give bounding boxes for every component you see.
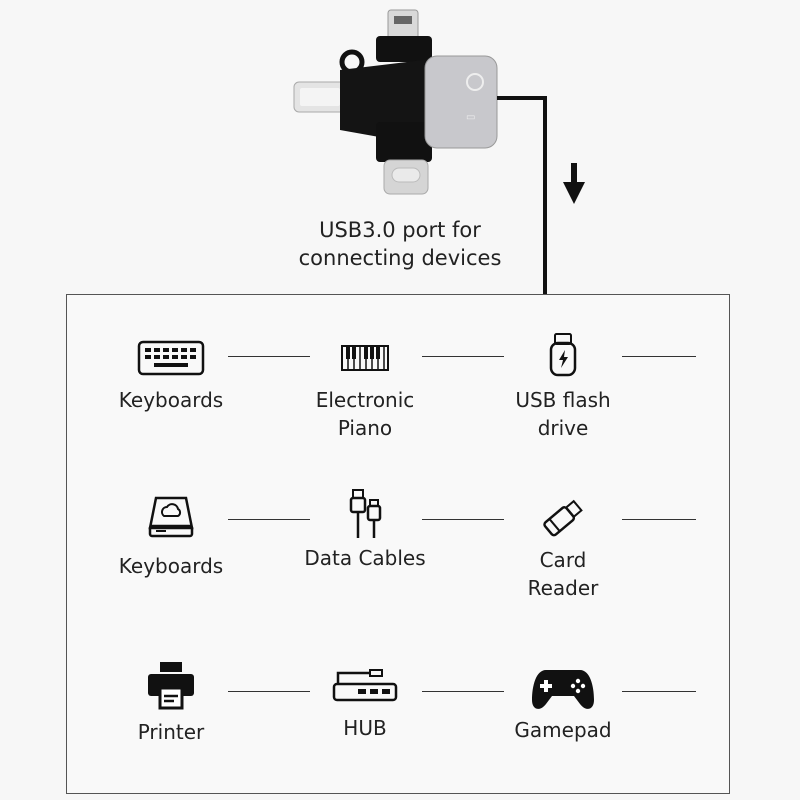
device-label-line-2: Reader: [527, 576, 599, 600]
hard-drive-icon: [148, 496, 194, 538]
connector-line: [422, 691, 504, 692]
device-data-cables: Data Cables: [290, 488, 440, 572]
svg-text:▭: ▭: [466, 112, 475, 123]
connector-line: [622, 356, 696, 357]
connector-line: [228, 519, 310, 520]
device-label-line-1: Data Cables: [304, 546, 426, 570]
device-electronic-piano: Electronic Piano: [290, 330, 440, 442]
device-label-line-1: Gamepad: [514, 718, 612, 742]
device-label-line-1: Printer: [137, 720, 205, 744]
device-panel: [66, 294, 730, 794]
device-keyboards: Keyboards: [96, 330, 246, 414]
device-gamepad: Gamepad: [488, 662, 638, 744]
caption: USB3.0 port for connecting devices: [260, 216, 540, 272]
device-label-line-1: USB flash: [515, 388, 611, 412]
caption-line-1: USB3.0 port for: [319, 218, 481, 242]
device-label-line-1: Keyboards: [118, 388, 224, 412]
device-printer: Printer: [96, 658, 246, 746]
down-arrow-icon: [563, 163, 585, 204]
device-usb-flash-drive: USB flash drive: [488, 330, 638, 442]
gamepad-icon: [532, 670, 594, 709]
connector-line: [622, 691, 696, 692]
connector-line: [422, 519, 504, 520]
device-label-line-1: Keyboards: [118, 554, 224, 578]
device-label-line-1: HUB: [343, 716, 387, 740]
hub-icon: [332, 669, 398, 702]
otg-adapter-image: ▭: [293, 9, 498, 195]
connector-line: [228, 691, 310, 692]
piano-icon: [341, 345, 389, 371]
card-reader-icon: [543, 499, 583, 537]
usb-flash-drive-icon: [549, 333, 577, 377]
device-label-line-1: Electronic: [315, 388, 415, 412]
device-label-line-1: Card: [539, 548, 587, 572]
device-card-reader: Card Reader: [488, 490, 638, 602]
device-keyboards-2: Keyboards: [96, 490, 246, 580]
connector-line: [228, 356, 310, 357]
keyboard-icon: [137, 340, 205, 376]
device-hub: HUB: [290, 664, 440, 742]
device-label-line-2: Piano: [337, 416, 393, 440]
connector-line: [422, 356, 504, 357]
caption-line-2: connecting devices: [298, 246, 502, 270]
printer-icon: [148, 662, 194, 710]
connector-line: [622, 519, 696, 520]
data-cable-icon: [349, 489, 382, 538]
device-label-line-2: drive: [537, 416, 589, 440]
